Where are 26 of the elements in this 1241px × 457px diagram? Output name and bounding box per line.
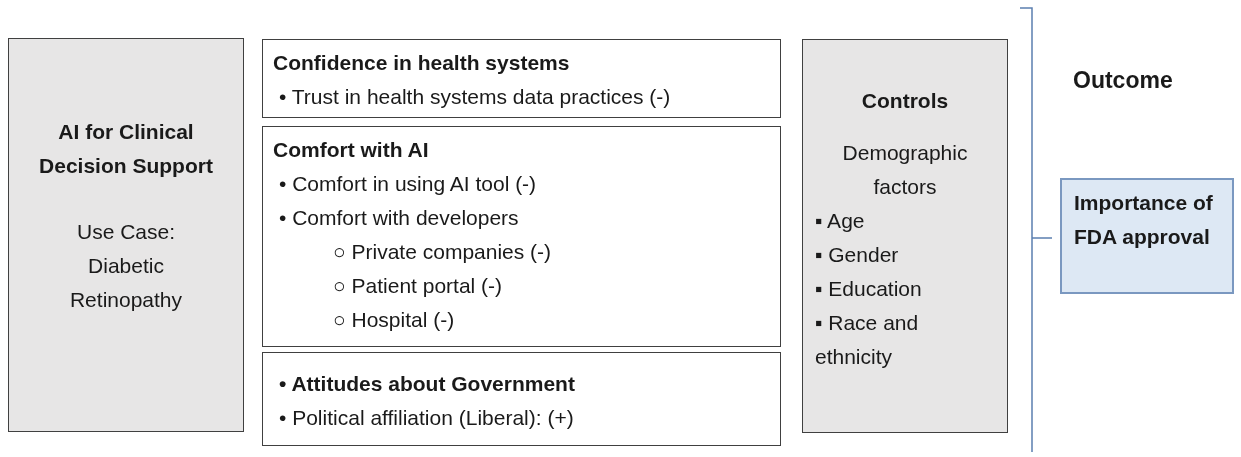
bullet-item: • Comfort with developers [278, 205, 519, 231]
bullet-item: ▪ Education [815, 276, 922, 302]
sub-bullet-item: ○ Patient portal (-) [333, 273, 503, 299]
bullet-item: • Comfort in using AI tool (-) [278, 171, 537, 197]
bullet-item: • Trust in health systems data practices (-) [278, 84, 671, 110]
bullet-item: ▪ Race and ethnicity [815, 310, 920, 370]
bullet-item: • Political affiliation (Liberal): (+) [279, 405, 574, 431]
input-box [8, 38, 244, 432]
box-text: Use Case: Diabetic Retinopathy [68, 219, 184, 313]
box-heading: Confidence in health systems [273, 50, 570, 76]
box-heading: AI for Clinical Decision Support [38, 119, 214, 179]
box-heading: Comfort with AI [273, 137, 429, 163]
factor-box [262, 352, 781, 446]
bullet-item: ▪ Age [815, 208, 865, 234]
factor-box [262, 126, 781, 347]
factor-box [262, 39, 781, 118]
outcome-box [1060, 178, 1234, 294]
bullet-heading: • Attitudes about Government [279, 371, 575, 397]
box-heading: Controls [861, 88, 949, 114]
outcome-heading: Outcome [1073, 66, 1173, 95]
sub-bullet-item: ○ Hospital (-) [333, 307, 455, 333]
controls-box [802, 39, 1008, 433]
box-heading: Importance of FDA approval [1074, 190, 1214, 250]
sub-bullet-item: ○ Private companies (-) [333, 239, 552, 265]
bullet-item: ▪ Gender [815, 242, 899, 268]
box-text: Demographic factors [841, 140, 969, 200]
